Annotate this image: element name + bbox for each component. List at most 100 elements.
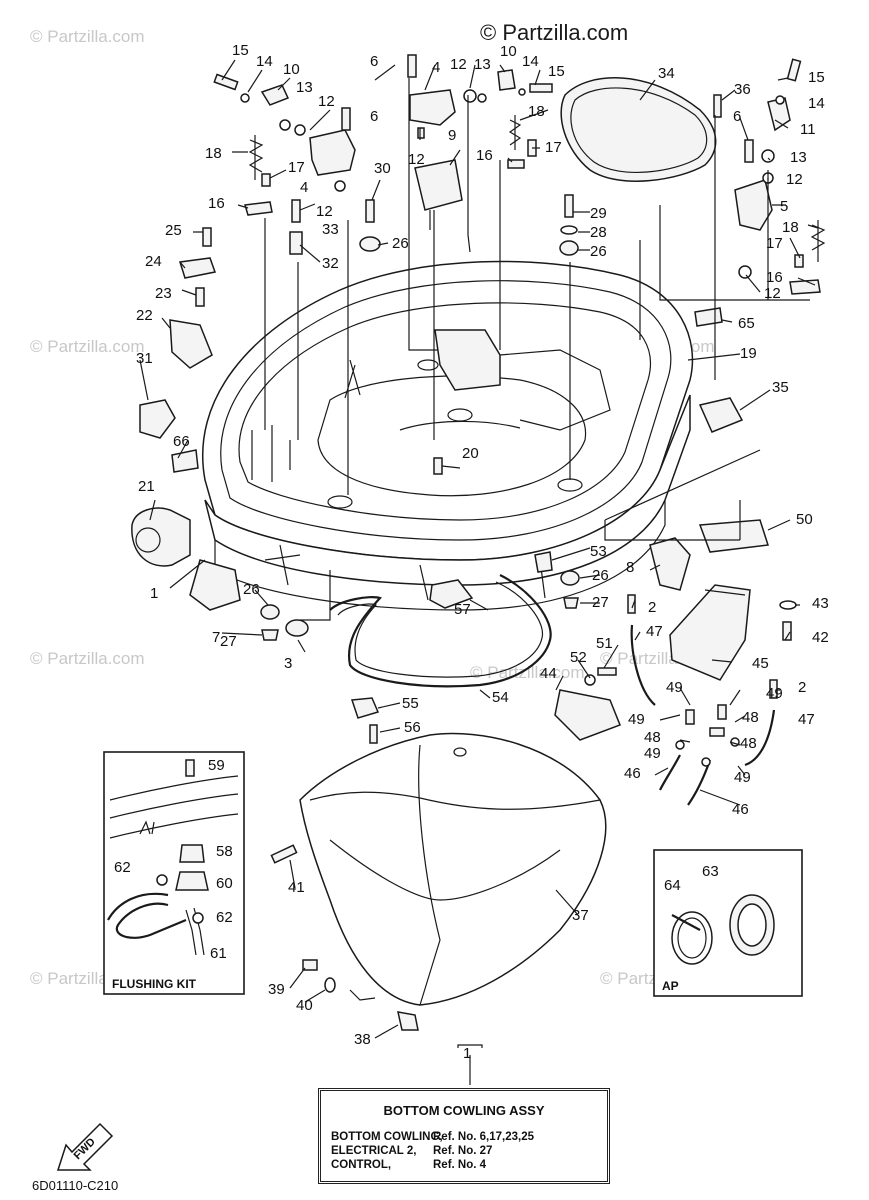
callout-38: 38 <box>354 1031 371 1048</box>
callout-26: 26 <box>392 235 409 252</box>
watermark: © Partzilla.com <box>30 649 145 668</box>
callout-19: 19 <box>740 345 757 362</box>
bottom-cowling-tray <box>201 260 694 611</box>
legend-box: BOTTOM COWLING ASSY BOTTOM COWLING,Ref. … <box>318 1088 610 1184</box>
callout-2: 2 <box>798 679 806 696</box>
callout-17: 17 <box>766 235 783 252</box>
callout-35: 35 <box>772 379 789 396</box>
callout-6: 6 <box>733 108 741 125</box>
callout-12: 12 <box>450 56 467 73</box>
callout-6: 6 <box>370 53 378 70</box>
callout-51: 51 <box>596 635 613 652</box>
callout-14: 14 <box>522 53 539 70</box>
callout-49: 49 <box>666 679 683 696</box>
callout-64: 64 <box>664 877 681 894</box>
callout-62: 62 <box>114 859 131 876</box>
callout-12: 12 <box>316 203 333 220</box>
callout-12: 12 <box>318 93 335 110</box>
callout-50: 50 <box>796 511 813 528</box>
watermark: © Partzilla.com <box>30 337 145 356</box>
flushing-kit-inset: 59 58 60 62 62 61 FLUSHING KIT <box>103 751 245 995</box>
callout-60: 60 <box>216 875 233 892</box>
callout-12: 12 <box>408 151 425 168</box>
callout-25: 25 <box>165 222 182 239</box>
callout-47: 47 <box>646 623 663 640</box>
ap-label: AP <box>662 979 679 993</box>
callout-53: 53 <box>590 543 607 560</box>
legend-row-ref: Ref. No. 4 <box>433 1159 487 1171</box>
callout-6: 6 <box>370 108 378 125</box>
callout-13: 13 <box>296 79 313 96</box>
callout-8: 8 <box>626 559 634 576</box>
callout-32: 32 <box>322 255 339 272</box>
callout-54: 54 <box>492 689 509 706</box>
callout-11: 11 <box>800 121 816 138</box>
callout-48: 48 <box>644 729 661 746</box>
fwd-arrow: FWD <box>56 1122 114 1171</box>
callout-21: 21 <box>138 478 155 495</box>
callout-40: 40 <box>296 997 313 1014</box>
callout-26: 26 <box>243 581 260 598</box>
callout-numbers: 15 14 10 13 12 6 6 18 17 4 16 12 30 33 2… <box>136 42 829 1048</box>
diagram-code: 6D01110-C210 <box>32 1178 118 1193</box>
callout-17: 17 <box>288 159 305 176</box>
callout-57: 57 <box>454 601 471 618</box>
callout-12: 12 <box>786 171 803 188</box>
callout-44: 44 <box>540 665 557 682</box>
callout-26: 26 <box>590 243 607 260</box>
callout-14: 14 <box>256 53 273 70</box>
callout-3: 3 <box>284 655 292 672</box>
callout-36: 36 <box>734 81 751 98</box>
callout-31: 31 <box>136 350 153 367</box>
callout-5: 5 <box>780 198 788 215</box>
callout-43: 43 <box>812 595 829 612</box>
callout-56: 56 <box>404 719 421 736</box>
legend-row: ELECTRICAL 2, Ref. No. 27 <box>331 1144 597 1158</box>
callout-4: 4 <box>300 179 308 196</box>
callout-66: 66 <box>173 433 190 450</box>
callout-7: 7 <box>212 629 220 646</box>
callout-46: 46 <box>732 801 749 818</box>
legend-title: BOTTOM COWLING ASSY <box>383 1103 545 1118</box>
callout-29: 29 <box>590 205 607 222</box>
legend-row-ref: Ref. No. 6,17,23,25 <box>433 1131 534 1143</box>
callout-63: 63 <box>702 863 719 880</box>
callout-14: 14 <box>808 95 825 112</box>
callout-18: 18 <box>528 103 545 120</box>
callout-15: 15 <box>548 63 565 80</box>
legend-row-name: ELECTRICAL 2, <box>331 1145 417 1157</box>
legend-row-ref: Ref. No. 27 <box>433 1145 493 1157</box>
callout-49: 49 <box>628 711 645 728</box>
callout-20: 20 <box>462 445 479 462</box>
callout-49: 49 <box>644 745 661 762</box>
callout-24: 24 <box>145 253 162 270</box>
watermark: © Partzilla.com <box>470 663 585 682</box>
callout-30: 30 <box>374 160 391 177</box>
callout-62: 62 <box>216 909 233 926</box>
callout-15: 15 <box>808 69 825 86</box>
callout-28: 28 <box>590 224 607 241</box>
leader-lines <box>139 59 819 1085</box>
callout-23: 23 <box>155 285 172 302</box>
callout-47: 47 <box>798 711 815 728</box>
callout-18: 18 <box>205 145 222 162</box>
callout-16: 16 <box>476 147 493 164</box>
callout-39: 39 <box>268 981 285 998</box>
callout-34: 34 <box>658 65 675 82</box>
callout-37: 37 <box>572 907 589 924</box>
callout-46: 46 <box>624 765 641 782</box>
callout-22: 22 <box>136 307 153 324</box>
callout-16: 16 <box>208 195 225 212</box>
callout-65: 65 <box>738 315 755 332</box>
callout-42: 42 <box>812 629 829 646</box>
callout-49: 49 <box>734 769 751 786</box>
callout-13: 13 <box>474 56 491 73</box>
callout-41: 41 <box>288 879 305 896</box>
callout-9: 9 <box>448 127 456 144</box>
callout-55: 55 <box>402 695 419 712</box>
legend-ref-marker: 1 <box>463 1045 471 1062</box>
lower-cowling-pan <box>299 732 607 1006</box>
callout-15: 15 <box>232 42 249 59</box>
watermark: © Partzilla.com <box>30 27 145 46</box>
